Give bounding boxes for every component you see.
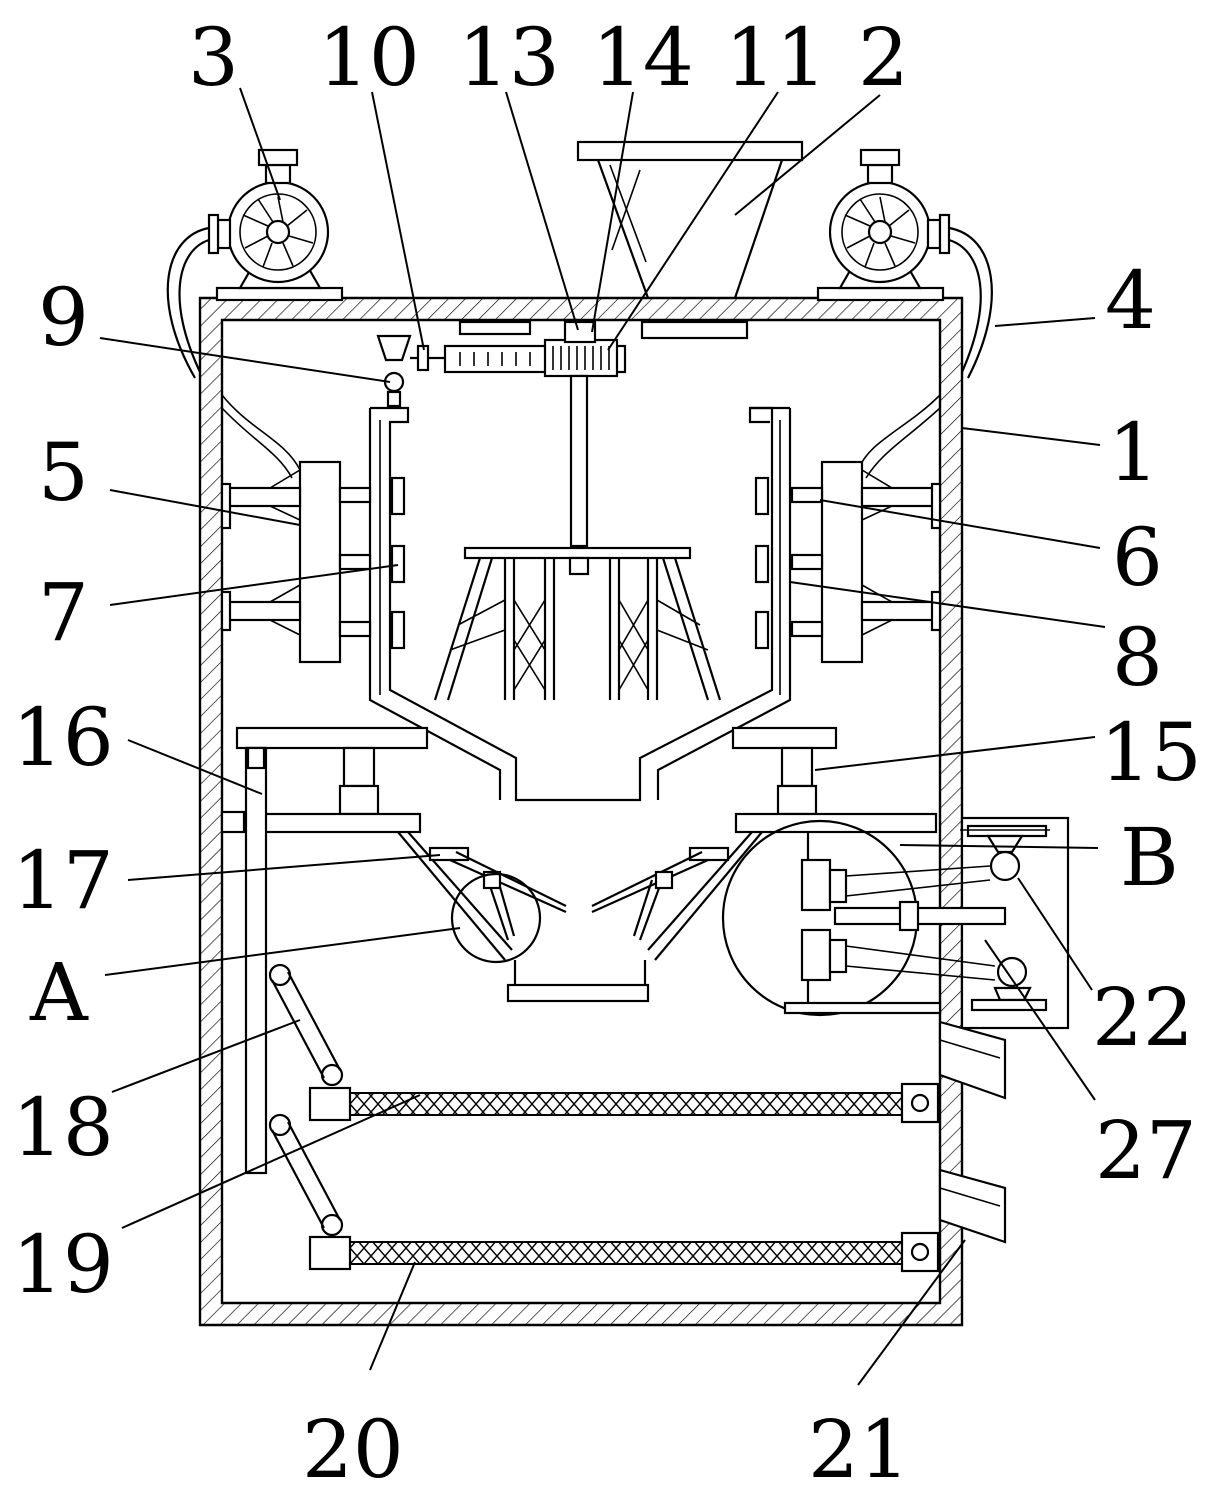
vertical-rod	[244, 746, 268, 1175]
label-22: 22	[1092, 971, 1194, 1064]
right-vibrators	[754, 460, 942, 664]
detail-circle-a	[450, 872, 542, 964]
label-3: 3	[188, 11, 239, 104]
stirrer	[433, 546, 722, 701]
mixing-barrel	[368, 406, 792, 802]
label-21: 21	[808, 1403, 910, 1496]
upper-sieve	[268, 963, 940, 1124]
label-19: 19	[12, 1218, 114, 1311]
label-18: 18	[12, 1081, 114, 1174]
part-labels: 3 10 13 14 11 2 4 9 1 5 6 7 8 16 15 17 B…	[12, 11, 1202, 1496]
support-plates	[220, 726, 938, 834]
funnel-flaps	[397, 831, 763, 1003]
label-17: 17	[12, 834, 114, 927]
label-2: 2	[858, 11, 909, 104]
right-fan	[816, 148, 951, 302]
housing-shell	[198, 296, 964, 1327]
label-13: 13	[458, 11, 560, 104]
left-vibrators	[220, 460, 406, 664]
label-10: 10	[318, 11, 420, 104]
label-5: 5	[38, 426, 89, 519]
label-1: 1	[1108, 406, 1159, 499]
top-drive	[410, 320, 749, 548]
leader-lines	[99, 87, 1106, 1386]
label-6: 6	[1112, 511, 1163, 604]
spray-nozzle	[376, 334, 412, 408]
discharge-chutes	[938, 1020, 1007, 1244]
left-fan	[207, 148, 344, 302]
label-11: 11	[725, 11, 827, 104]
label-b: B	[1120, 811, 1179, 904]
label-4: 4	[1105, 254, 1156, 347]
label-20: 20	[302, 1403, 404, 1496]
label-15: 15	[1100, 706, 1202, 799]
right-outlet-assembly	[783, 816, 1070, 1030]
label-27: 27	[1095, 1104, 1197, 1197]
label-16: 16	[12, 691, 114, 784]
label-9: 9	[38, 271, 89, 364]
label-a: A	[29, 946, 89, 1039]
label-14: 14	[592, 11, 694, 104]
label-8: 8	[1112, 611, 1163, 704]
air-pipes	[166, 226, 993, 479]
label-7: 7	[38, 566, 89, 659]
lower-sieve	[268, 1113, 940, 1273]
